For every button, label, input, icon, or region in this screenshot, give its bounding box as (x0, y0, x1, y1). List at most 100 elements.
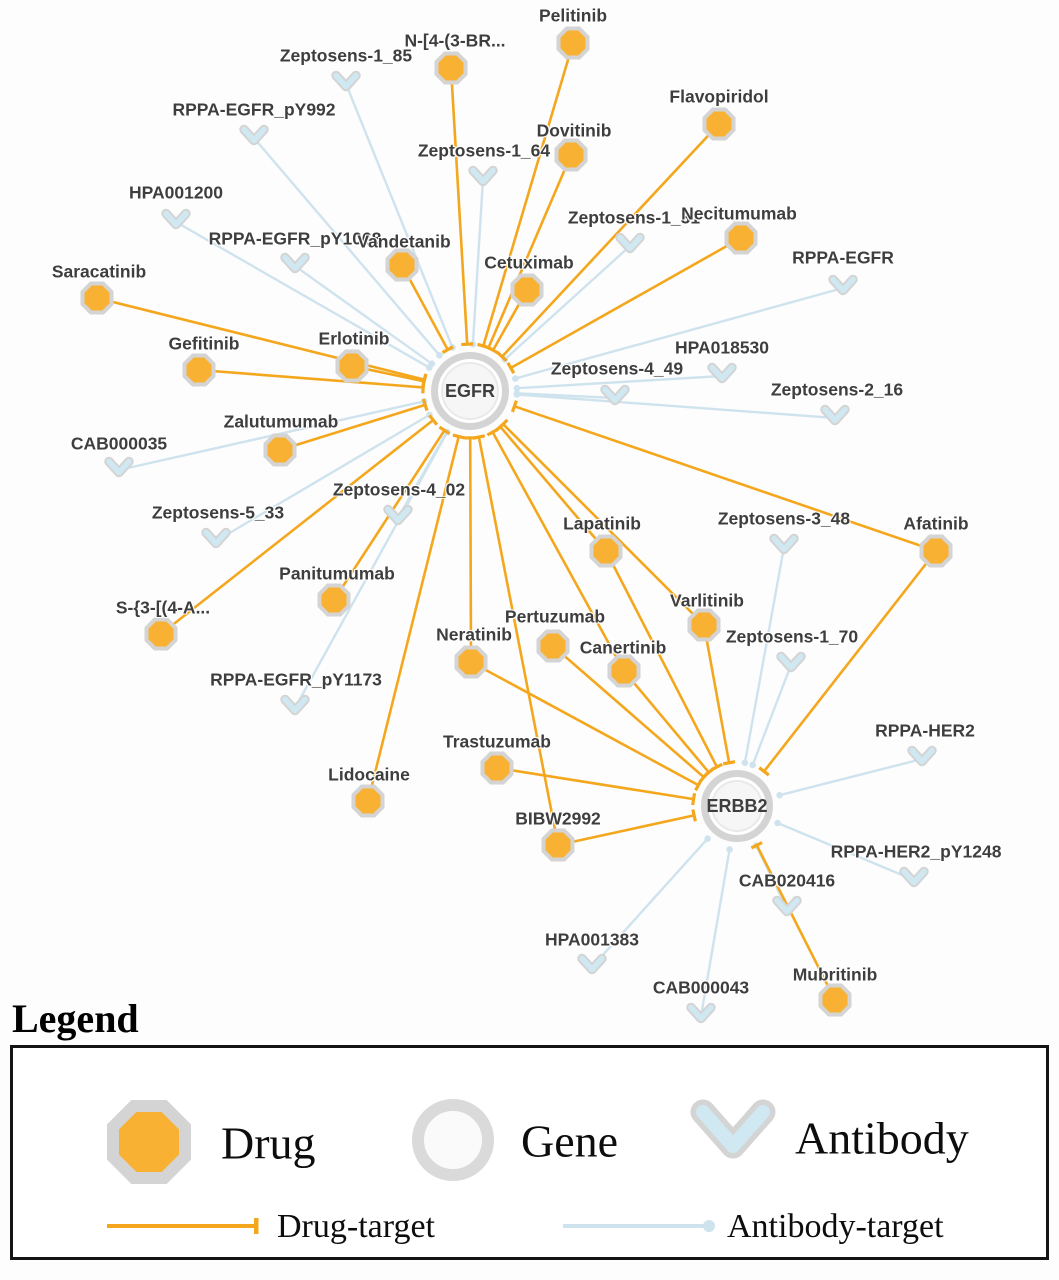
drug-node-bibw2992 (541, 828, 575, 862)
legend-title: Legend (12, 996, 139, 1041)
antibody-node-rppa-her2 (907, 745, 937, 773)
drug-octagon-icon (263, 433, 297, 467)
node-label-mubritinib: Mubritinib (792, 964, 878, 985)
drug-octagon-fill (458, 649, 484, 675)
node-label-vandetanib: Vandetanib (357, 231, 451, 252)
antibody-node-zeptosens-2-16 (820, 404, 850, 432)
node-label-hpa001200: HPA001200 (128, 182, 224, 203)
drug-octagon-icon (541, 828, 575, 862)
node-label-n-4-3-br: N-[4-(3-BR... (404, 30, 506, 51)
antibody-chevron-icon (707, 362, 737, 384)
legend-drug-octagon-icon (107, 1100, 191, 1184)
antibody-node-hpa001383 (577, 953, 607, 981)
node-label-zeptosens-3-48: Zeptosens-3_48 (717, 508, 851, 529)
node-label-pelitinib: Pelitinib (538, 5, 608, 26)
antibody-node-cab000035 (104, 456, 134, 484)
node-label-trastuzumab: Trastuzumab (443, 731, 551, 752)
drug-octagon-icon (687, 608, 721, 642)
node-label-hpa018530: HPA018530 (674, 337, 770, 358)
antibody-node-rppa-egfr-py1173 (280, 694, 310, 722)
antibody-chevron-icon (201, 527, 231, 549)
drug-octagon-icon (317, 583, 351, 617)
drug-octagon-icon (556, 26, 590, 60)
drug-octagon-icon (351, 784, 385, 818)
drug-node-cetuximab (510, 273, 544, 307)
antibody-node-zeptosens-5-33 (201, 527, 231, 555)
drug-octagon-icon (385, 248, 419, 282)
antibody-node-zeptosens-4-02 (383, 504, 413, 532)
drug-octagon-fill (611, 658, 637, 684)
node-label-cetuximab: Cetuximab (484, 252, 574, 273)
node-label-saracatinib: Saracatinib (51, 261, 147, 282)
drug-octagon-fill (148, 621, 174, 647)
drug-node-lapatinib (589, 534, 623, 568)
node-label-rppa-egfr-py1173: RPPA-EGFR_pY1173 (210, 669, 382, 690)
legend-antibody-chevron-icon (690, 1099, 776, 1159)
drug-octagon-fill (822, 987, 848, 1013)
antibody-chevron-icon (331, 70, 361, 92)
node-label-zeptosens-1-70: Zeptosens-1_70 (725, 626, 859, 647)
node-label-s-3-4-a: S-{3-[(4-A... (115, 597, 211, 618)
antibody-chevron-icon (104, 456, 134, 478)
node-label-lidocaine: Lidocaine (328, 764, 410, 785)
drug-octagon-icon (335, 349, 369, 383)
antibody-chevron-icon (776, 651, 806, 673)
antibody-chevron-icon (468, 165, 498, 187)
drug-octagon-fill (691, 612, 717, 638)
drug-node-varlitinib (687, 608, 721, 642)
legend-gene-circle-icon (412, 1099, 494, 1181)
legend-drug-label: Drug (221, 1117, 316, 1169)
drug-octagon-icon (144, 617, 178, 651)
node-label-varlitinib: Varlitinib (670, 590, 744, 611)
drug-octagon-fill (593, 538, 619, 564)
antibody-node-zeptosens-1-85 (331, 70, 361, 98)
antibody-chevron-icon (615, 232, 645, 254)
drug-node-n-4-3-br (434, 51, 468, 85)
drug-node-erlotinib (335, 349, 369, 383)
node-label-rppa-her2-py1248: RPPA-HER2_pY1248 (830, 841, 1002, 862)
antibody-chevron-icon (769, 533, 799, 555)
legend-antibody-target-label: Antibody-target (727, 1208, 944, 1245)
antibody-chevron-icon (686, 1002, 716, 1024)
node-label-rppa-her2: RPPA-HER2 (875, 720, 975, 741)
drug-octagon-fill (923, 538, 949, 564)
drug-node-neratinib (454, 645, 488, 679)
antibody-chevron-icon (383, 504, 413, 526)
drug-octagon-icon (919, 534, 953, 568)
legend-drug-target-label: Drug-target (277, 1208, 435, 1245)
drug-octagon-icon (536, 629, 570, 663)
legend-drug-target-edge-icon (107, 1218, 259, 1234)
node-label-zeptosens-1-85: Zeptosens-1_85 (279, 45, 413, 66)
antibody-chevron-icon (820, 404, 850, 426)
drug-node-saracatinib (80, 281, 114, 315)
antibody-node-zeptosens-1-70 (776, 651, 806, 679)
drug-octagon-icon (480, 751, 514, 785)
drug-octagon-icon (607, 654, 641, 688)
drug-node-gefitinib (182, 353, 216, 387)
drug-octagon-fill (514, 277, 540, 303)
drug-octagon-fill (438, 55, 464, 81)
drug-node-vandetanib (385, 248, 419, 282)
drug-node-panitumumab (317, 583, 351, 617)
drug-node-pelitinib (556, 26, 590, 60)
drug-octagon-icon (589, 534, 623, 568)
legend-box: Drug Gene Antibody Drug-target Antibody-… (10, 1045, 1049, 1260)
drug-node-canertinib (607, 654, 641, 688)
node-label-cab020416: CAB020416 (738, 870, 836, 891)
node-label-panitumumab: Panitumumab (279, 563, 395, 584)
drug-node-s-3-4-a (144, 617, 178, 651)
drug-node-mubritinib (818, 983, 852, 1017)
antibody-node-hpa018530 (707, 362, 737, 390)
antibody-node-cab020416 (772, 895, 802, 923)
drug-node-flavopiridol (702, 107, 736, 141)
drug-node-dovitinib (554, 138, 588, 172)
drug-octagon-fill (560, 30, 586, 56)
node-label-afatinib: Afatinib (903, 513, 969, 534)
drug-octagon-icon (80, 281, 114, 315)
node-label-erlotinib: Erlotinib (318, 328, 390, 349)
legend-drug-octagon-fill (119, 1112, 179, 1172)
drug-node-lidocaine (351, 784, 385, 818)
drug-octagon-icon (818, 983, 852, 1017)
node-label-necitumumab: Necitumumab (681, 203, 797, 224)
